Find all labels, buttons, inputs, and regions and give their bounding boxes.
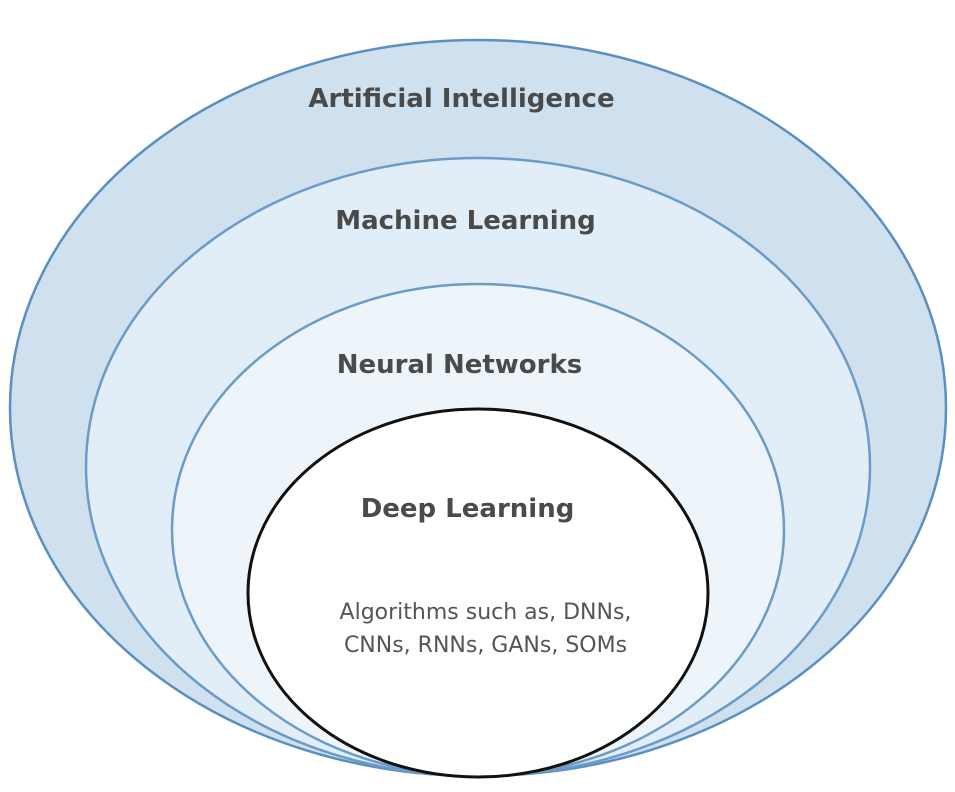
label-machine-learning: Machine Learning	[335, 206, 596, 236]
label-deep-learning: Deep Learning	[360, 494, 575, 524]
label-neural-networks: Neural Networks	[336, 350, 583, 380]
algorithms-line-2: CNNs, RNNs, GANs, SOMs	[343, 633, 628, 658]
label-artificial-intelligence: Artificial Intelligence	[308, 84, 615, 114]
algorithms-line-1: Algorithms such as, DNNs,	[339, 600, 632, 625]
algorithms-description: Algorithms such as, DNNs, CNNs, RNNs, GA…	[8, 596, 955, 662]
ellipse-deep-learning	[246, 407, 710, 779]
